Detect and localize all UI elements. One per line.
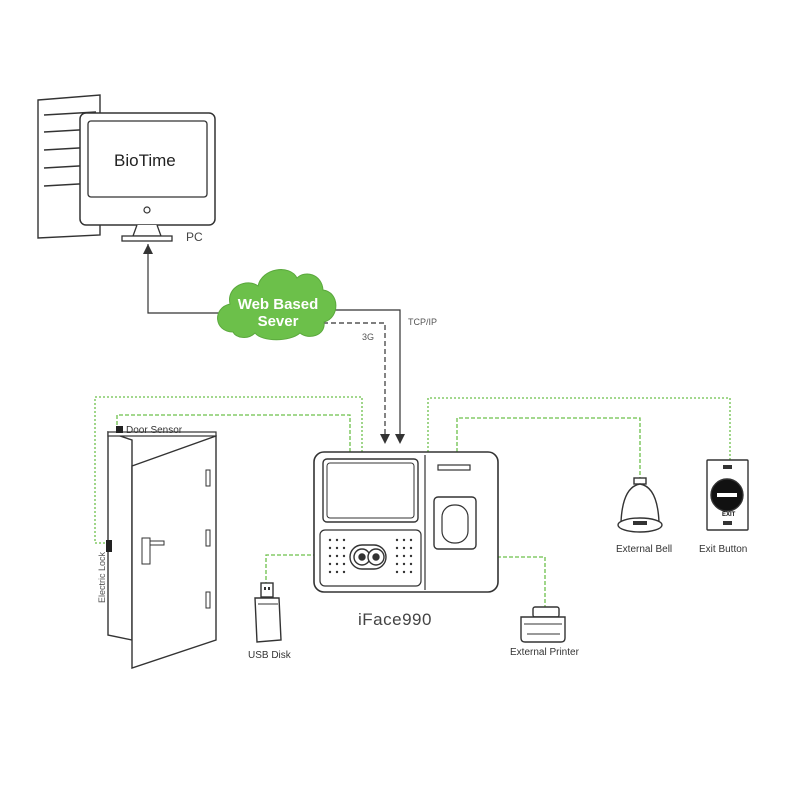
exit-button-wire — [427, 397, 731, 460]
tcpip-label: TCP/IP — [408, 317, 438, 327]
pc-cloud-wire — [147, 244, 232, 314]
external-bell-label: External Bell — [616, 544, 673, 555]
bell-icon — [617, 477, 663, 533]
printer-wire — [497, 556, 546, 607]
cloud-icon — [217, 269, 337, 341]
printer-icon — [520, 606, 566, 643]
exit-button-label: Exit Button — [699, 544, 748, 555]
usb-disk-label: USB Disk — [248, 650, 291, 661]
electric-lock-wire — [94, 396, 363, 544]
door-sensor-icon — [116, 426, 123, 433]
cloud-label-line2: Sever — [257, 313, 299, 330]
iface990-device-icon — [313, 451, 499, 593]
electric-lock-label: Electric Lock — [97, 551, 107, 603]
door-icon — [107, 431, 217, 669]
arrow-down-icon — [395, 434, 405, 444]
cloud-label-line1: Web Based — [237, 296, 319, 313]
3g-label: 3G — [362, 332, 375, 342]
usb-wire — [265, 554, 317, 583]
pc-monitor-icon — [79, 112, 216, 242]
door-sensor-wire — [116, 414, 351, 452]
arrow-up-icon — [143, 244, 153, 254]
exit-button-text: EXIT — [722, 512, 736, 518]
camera-icon — [349, 544, 387, 570]
exit-button-icon — [706, 459, 749, 531]
door-sensor-label: Door Sensor — [126, 425, 183, 436]
cloud-label: Web Based Sever — [222, 296, 334, 330]
tcpip-wire — [320, 309, 401, 442]
keypad-dots — [328, 538, 413, 574]
pc-label: PC — [186, 230, 203, 244]
external-bell-wire — [456, 417, 641, 478]
device-name: iFace990 — [358, 610, 432, 629]
arrow-down-icon — [380, 434, 390, 444]
external-printer-label: External Printer — [510, 647, 579, 658]
usb-disk-icon — [254, 582, 282, 643]
electric-lock-icon — [106, 540, 112, 552]
pc-screen-text: BioTime — [114, 151, 176, 170]
